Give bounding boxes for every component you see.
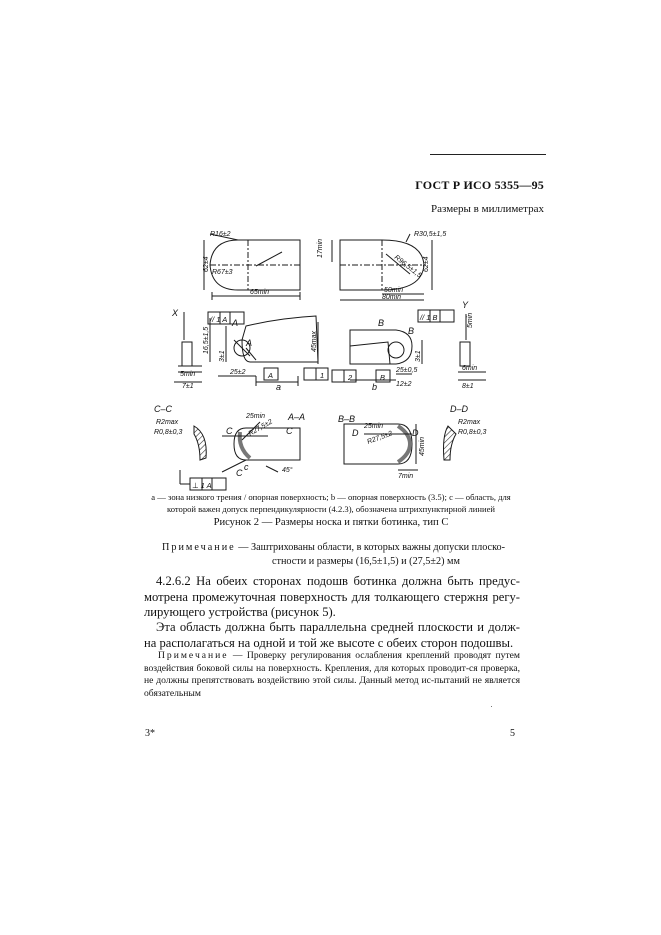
letter-d2: D xyxy=(412,428,419,438)
letter-d1: D xyxy=(352,428,359,438)
page-number: 5 xyxy=(510,728,515,739)
toe-plan-outline xyxy=(209,239,301,291)
dim-r965: R96,5±1,5 xyxy=(393,254,423,279)
dim-25: 25±2 xyxy=(229,369,246,376)
letter-c2: C xyxy=(286,426,293,436)
footer-sheet-mark: 3* xyxy=(145,728,155,739)
paragraph-text: 4.2.6.2 На обеих сторонах подошв ботинка… xyxy=(144,574,520,619)
label-dd: D–D xyxy=(450,404,469,414)
dim-65: 65min xyxy=(250,289,269,296)
label-aa: A–A xyxy=(287,412,305,422)
paragraph-text: Эта область должна быть параллельна сред… xyxy=(144,620,520,650)
heel-side-outline xyxy=(349,329,413,365)
dim-25min1: 25min xyxy=(245,413,265,420)
box-a: A xyxy=(267,371,273,380)
dim-25min2: 25min xyxy=(363,423,383,430)
dim-6: 6min xyxy=(462,365,477,372)
dim-311b: 3±1 xyxy=(415,350,422,362)
figure-legend: a — зона низкого трения / опорная поверх… xyxy=(151,492,511,514)
dim-45max: 45max xyxy=(311,330,318,352)
letter-lc: c xyxy=(244,462,249,472)
standard-number: ГОСТ Р ИСО 5355—95 xyxy=(415,178,544,192)
letter-x: X xyxy=(171,308,179,318)
figure-note: Примечание — Заштрихованы области, в кот… xyxy=(162,541,522,569)
letter-a2: A xyxy=(245,338,252,348)
letter-lb: b xyxy=(372,382,377,392)
dim-311a: 3±1 xyxy=(219,350,226,362)
dim-r67: R67±3 xyxy=(212,269,233,276)
letter-c1: C xyxy=(226,426,233,436)
dim-5a: 5min xyxy=(180,371,195,378)
perp-frame: ⊥ 1 A xyxy=(192,481,212,490)
dim-12: 12±2 xyxy=(396,381,412,388)
note-text: — Проверку регулирования ослабления креп… xyxy=(144,650,520,699)
paragraph-area: Эта область должна быть параллельна сред… xyxy=(144,620,520,651)
dim-r305: R30,5±1,5 xyxy=(414,231,446,238)
flat-1: 1 xyxy=(320,371,324,380)
frame-a: // 1 A xyxy=(209,315,227,324)
dim-25b: 25±0,5 xyxy=(395,367,417,374)
header-rule xyxy=(430,154,546,155)
dim-165: 16,5±1,5 xyxy=(203,327,210,354)
letter-c3: C xyxy=(236,468,243,478)
dim-r2b: R2max xyxy=(458,419,481,426)
section-cc-hatch xyxy=(193,425,207,461)
stray-mark xyxy=(491,706,492,707)
note-label: Примечание xyxy=(162,542,236,553)
toe-side-outline xyxy=(241,315,319,363)
figure-caption: Рисунок 2 — Размеры носка и пятки ботинк… xyxy=(213,517,449,528)
units-note: Размеры в миллиметрах xyxy=(431,203,544,215)
dim-r08a: R0,8±0,3 xyxy=(154,429,182,436)
dim-angle: 45° xyxy=(282,466,293,474)
dim-5b: 5min xyxy=(467,313,474,328)
dim-r16: R16±2 xyxy=(210,231,231,238)
note-line1: — Заштрихованы области, в которых важны … xyxy=(235,542,505,553)
letter-y: Y xyxy=(462,300,469,310)
letter-b1: B xyxy=(378,318,384,328)
technical-drawing: R16±2 R67±3 62±4 65min 17min R30,5±1,5 R… xyxy=(154,231,486,491)
letter-la: a xyxy=(276,382,281,392)
dim-62b: 62±4 xyxy=(423,256,430,272)
test-note: Примечание — Проверку регулирования осла… xyxy=(144,650,520,700)
dim-80: 80min xyxy=(382,294,401,301)
heel-plan-outline xyxy=(339,239,425,291)
letter-a1: A xyxy=(231,318,238,328)
dim-50: 50min xyxy=(384,287,403,294)
paragraph-4-2-6-2: 4.2.6.2 На обеих сторонах подошв ботинка… xyxy=(144,574,520,621)
section-dd-hatch xyxy=(443,425,457,461)
dim-r08b: R0,8±0,3 xyxy=(458,429,486,436)
letter-b2: B xyxy=(408,326,414,336)
dim-7min: 7min xyxy=(398,473,413,480)
dim-17: 17min xyxy=(317,239,324,258)
label-bb: B–B xyxy=(338,414,355,424)
dim-8: 8±1 xyxy=(462,383,474,390)
dim-62a: 62±4 xyxy=(203,256,210,272)
label-cc: C–C xyxy=(154,404,173,414)
dim-r2a: R2max xyxy=(156,419,179,426)
note-label: Примечание xyxy=(158,650,229,661)
note-line2: стности и размеры (16,5±1,5) и (27,5±2) … xyxy=(272,556,460,567)
dim-45min: 45min xyxy=(419,437,426,456)
dim-7: 7±1 xyxy=(182,383,194,390)
dim-r272: R27,5±2 xyxy=(366,430,393,446)
flat-2: 2 xyxy=(347,373,353,382)
frame-b: // 1 B xyxy=(419,313,438,322)
box-b: B xyxy=(380,373,385,382)
